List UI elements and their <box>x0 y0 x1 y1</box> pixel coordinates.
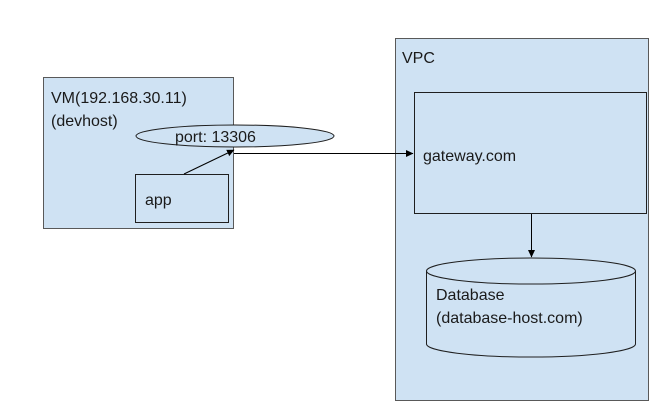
port-ellipse <box>135 124 335 148</box>
database-cylinder-body <box>426 271 636 358</box>
app-node: app <box>135 174 229 223</box>
port-node: port: 13306 <box>135 124 335 148</box>
database-label: Database <box>436 287 505 304</box>
gateway-node: gateway.com <box>414 92 647 214</box>
database-hostname: (database-host.com) <box>436 310 583 327</box>
app-box <box>135 174 229 223</box>
vpc-title: VPC <box>402 50 435 67</box>
database-cylinder-top <box>426 257 636 285</box>
gateway-box <box>414 92 647 214</box>
app-label: app <box>145 192 172 209</box>
port-label: port: 13306 <box>175 129 256 146</box>
vm-title: VM(192.168.30.11) <box>51 90 187 107</box>
database-node: Database (database-host.com) <box>426 257 636 358</box>
app-to-port-arrow <box>183 149 235 175</box>
gateway-label: gateway.com <box>423 148 516 165</box>
vm-hostname: (devhost) <box>51 113 118 130</box>
